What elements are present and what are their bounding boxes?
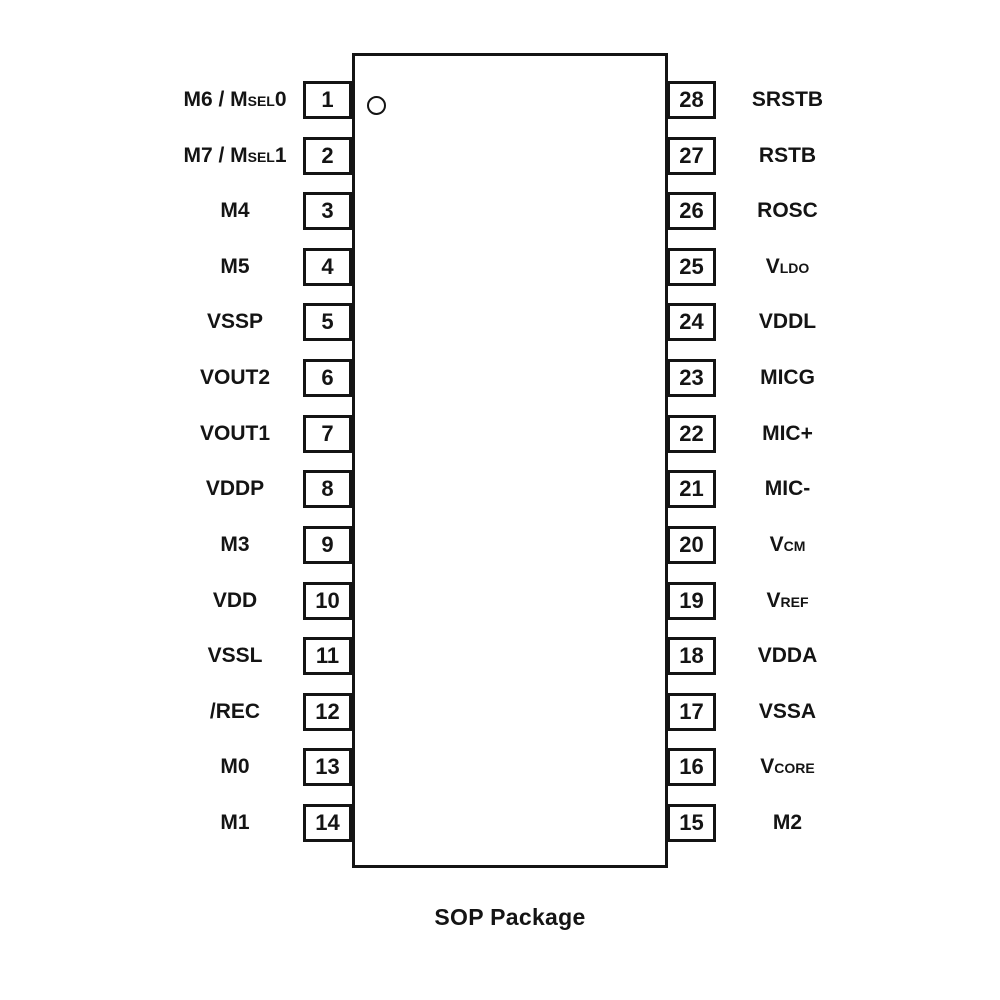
pin-label: M5 [220, 255, 250, 278]
pin-label: /REC [209, 700, 261, 723]
pin-label: M2 [772, 811, 803, 834]
pin-number-box: 3 [303, 192, 352, 230]
pin-number-box: 14 [303, 804, 352, 842]
pin-number-box: 22 [667, 415, 716, 453]
pin-label: VDDP [205, 477, 265, 500]
pin-number-box: 5 [303, 303, 352, 341]
pin-label: VSSL [207, 644, 263, 667]
chip-body [352, 53, 668, 868]
pin-label: VLDO [765, 255, 810, 278]
pin-label: ROSC [757, 199, 818, 222]
pin-label: VCORE [760, 755, 815, 778]
pin-label: M3 [220, 533, 250, 556]
pin-number-box: 20 [667, 526, 716, 564]
pin-number-box: 8 [303, 470, 352, 508]
pin-number-box: 28 [667, 81, 716, 119]
pin-label: SRSTB [751, 88, 824, 111]
package-caption: SOP Package [434, 904, 586, 930]
pin-number-box: 16 [667, 748, 716, 786]
pin-label: VREF [766, 589, 809, 612]
pin-number-box: 9 [303, 526, 352, 564]
pin-label: M6 / MSEL0 [183, 88, 287, 111]
pin-number-box: 2 [303, 137, 352, 175]
pin-number-box: 24 [667, 303, 716, 341]
pin-number-box: 15 [667, 804, 716, 842]
pin-label: MIC+ [762, 422, 813, 445]
pin-number-box: 7 [303, 415, 352, 453]
pin-number-box: 1 [303, 81, 352, 119]
pin1-indicator-icon [367, 96, 386, 115]
pin-number-box: 26 [667, 192, 716, 230]
pin-number-box: 12 [303, 693, 352, 731]
pin-number-box: 18 [667, 637, 716, 675]
pin-label: VDDA [757, 644, 818, 667]
pin-number-box: 23 [667, 359, 716, 397]
pin-number-box: 6 [303, 359, 352, 397]
pin-number-box: 17 [667, 693, 716, 731]
pin-number-box: 27 [667, 137, 716, 175]
pin-label: VDDL [758, 310, 817, 333]
pin-number-box: 21 [667, 470, 716, 508]
pin-label: M1 [220, 811, 250, 834]
pin-label: VOUT1 [199, 422, 270, 445]
pin-label: RSTB [758, 144, 817, 167]
pin-label: MIC- [764, 477, 811, 500]
pin-number-box: 19 [667, 582, 716, 620]
pin-label: VOUT2 [199, 366, 270, 389]
pin-number-box: 25 [667, 248, 716, 286]
pin-label: VSSA [758, 700, 817, 723]
pin-label: VCM [769, 533, 806, 556]
pin-number-box: 4 [303, 248, 352, 286]
pin-label: MICG [760, 366, 815, 389]
pin-label: M0 [220, 755, 250, 778]
pin-number-box: 13 [303, 748, 352, 786]
pin-label: VSSP [206, 310, 264, 333]
pin-number-box: 11 [303, 637, 352, 675]
pin-label: VDD [212, 589, 258, 612]
pin-label: M4 [220, 199, 250, 222]
pin-number-box: 10 [303, 582, 352, 620]
pin-label: M7 / MSEL1 [183, 144, 287, 167]
